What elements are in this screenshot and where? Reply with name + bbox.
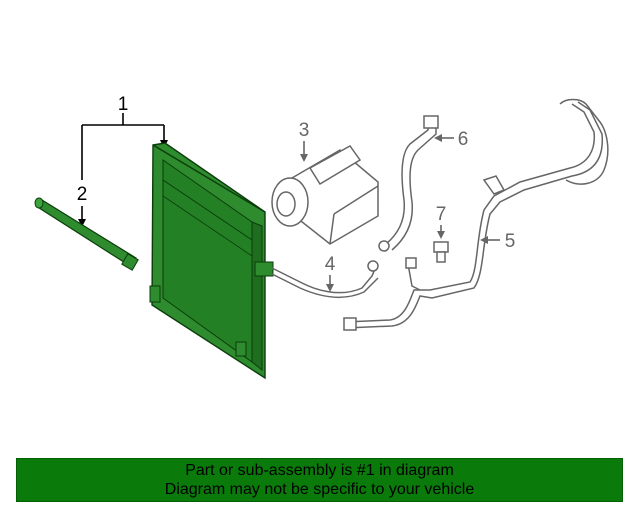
compressor-part <box>271 145 379 245</box>
callout-3-label: 3 <box>299 120 310 141</box>
callout-4-arrowhead <box>326 284 334 292</box>
callout-6-label: 6 <box>458 129 469 150</box>
callout-6-arrowhead <box>434 134 442 142</box>
info-banner: Part or sub-assembly is #1 in diagram Di… <box>16 458 623 502</box>
line-set-5-part <box>343 98 609 331</box>
receiver-drier-part <box>34 197 139 271</box>
callout-5-label: 5 <box>505 231 516 252</box>
callout-2-arrowhead <box>78 219 86 227</box>
callout-3-arrowhead <box>300 154 308 162</box>
hose-6-part <box>378 115 439 252</box>
banner-line-1: Part or sub-assembly is #1 in diagram <box>185 462 454 479</box>
condenser-part <box>149 142 274 380</box>
callout-1-label: 1 <box>118 94 129 115</box>
callout-7-label: 7 <box>436 204 447 225</box>
valve-7-part <box>433 241 449 263</box>
hose-4-part <box>271 260 379 298</box>
banner-line-2: Diagram may not be specific to your vehi… <box>164 481 475 498</box>
callout-1-leader <box>81 113 165 180</box>
callout-4-label: 4 <box>325 254 336 275</box>
callout-2-label: 2 <box>77 184 88 205</box>
callout-7-arrowhead <box>437 231 445 239</box>
